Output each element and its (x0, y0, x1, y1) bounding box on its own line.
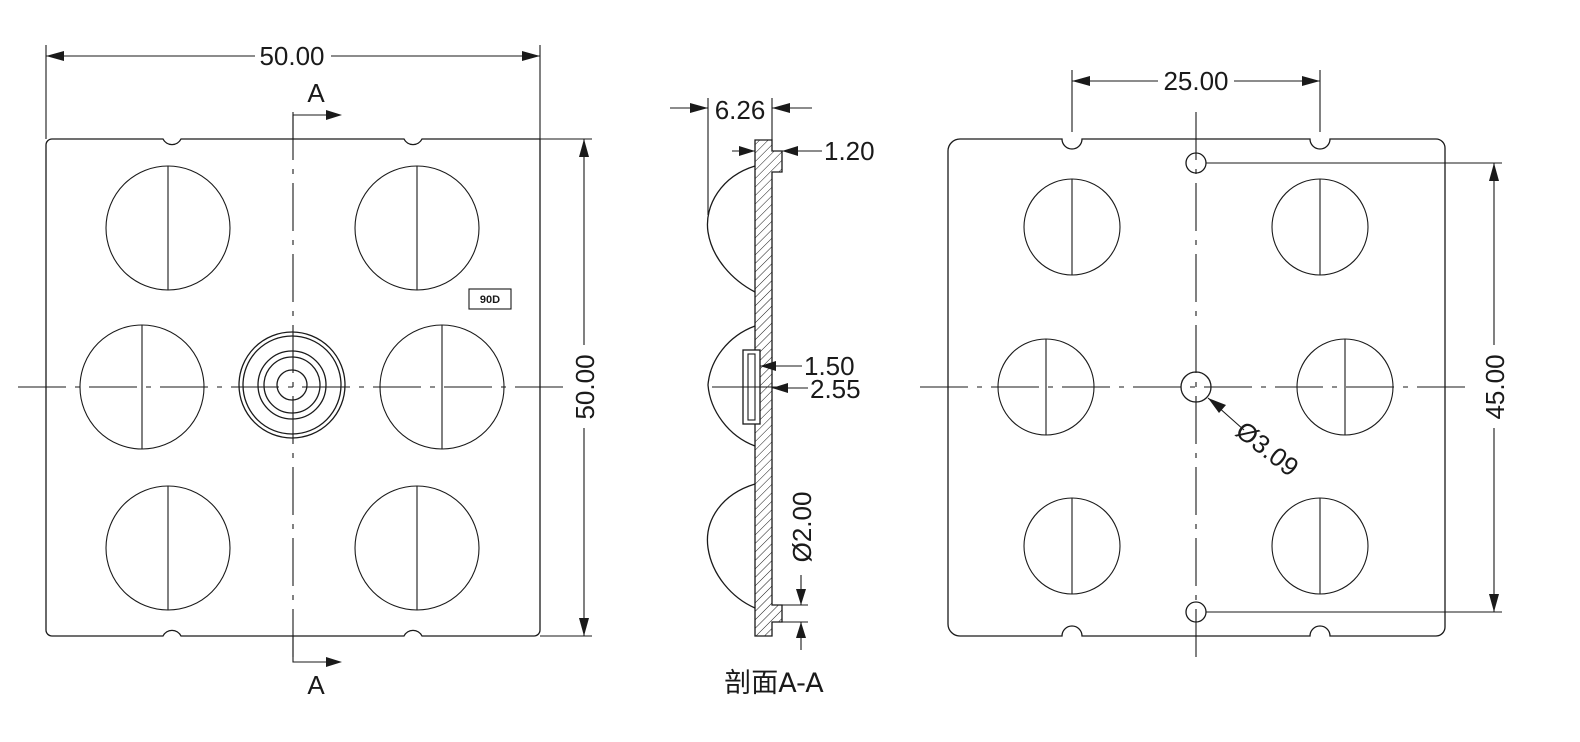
svg-text:2.55: 2.55 (810, 374, 861, 404)
front-lens (354, 485, 480, 611)
back-mount-hole-dimension: 45.00 (1206, 162, 1510, 613)
svg-text:6.26: 6.26 (715, 95, 766, 125)
front-view: 90D A A 50.00 50.00 (18, 41, 600, 700)
front-plate-outline (45, 138, 541, 637)
svg-text:Ø3.09: Ø3.09 (1230, 415, 1304, 482)
back-view: 25.00 45.00 Ø3.09 (920, 66, 1510, 662)
section-lens-dome (707, 325, 756, 447)
svg-text:50.00: 50.00 (570, 354, 600, 419)
lens-angle-badge-frame (468, 288, 512, 310)
svg-text:Ø2.00: Ø2.00 (787, 492, 817, 563)
back-center-hole-dimension: Ø3.09 (1207, 397, 1305, 482)
front-lens (379, 324, 505, 450)
section-plate-hatched (754, 139, 783, 637)
section-inner-recess-dimension: 1.50 (760, 351, 855, 381)
svg-text:1.50: 1.50 (804, 351, 855, 381)
back-lens (1271, 178, 1369, 276)
front-lens (105, 485, 231, 611)
front-center-boss (238, 331, 346, 439)
section-marker-bottom (292, 636, 330, 663)
svg-text:50.00: 50.00 (259, 41, 324, 71)
back-lens (1296, 338, 1394, 436)
front-height-dimension: 50.00 (540, 138, 600, 637)
section-lens-height-dimension: 6.26 (670, 95, 812, 215)
section-arrow-bottom (326, 657, 342, 667)
svg-text:1.20: 1.20 (824, 136, 875, 166)
back-lens (1023, 497, 1121, 595)
back-lens (997, 338, 1095, 436)
lens-angle-badge: 90D (480, 294, 500, 306)
section-lens-dome (706, 483, 756, 609)
back-plate-outline (947, 138, 1446, 637)
front-lens (354, 165, 480, 291)
section-outer-recess-dimension: 2.55 (772, 374, 861, 404)
back-lens (1271, 497, 1369, 595)
section-marker-top (292, 114, 330, 139)
back-hole-spacing-dimension: 25.00 (1071, 66, 1321, 132)
front-lens (79, 324, 205, 450)
section-step-diameter-dimension: Ø2.00 (782, 492, 817, 650)
section-plate-thickness-dimension: 1.20 (732, 136, 875, 166)
section-arrow-top (326, 110, 342, 120)
back-center-hole (1180, 371, 1212, 403)
front-lens (105, 165, 231, 291)
section-view: 6.26 1.20 1.50 2.55 (670, 95, 875, 699)
svg-text:45.00: 45.00 (1480, 354, 1510, 419)
section-lens-dome (706, 165, 756, 293)
front-width-dimension: 50.00 (45, 41, 541, 139)
section-label-top: A (307, 78, 325, 108)
svg-text:25.00: 25.00 (1163, 66, 1228, 96)
back-lens (1023, 178, 1121, 276)
section-caption: 剖面A-A (724, 668, 824, 699)
section-label-bottom: A (307, 670, 325, 700)
